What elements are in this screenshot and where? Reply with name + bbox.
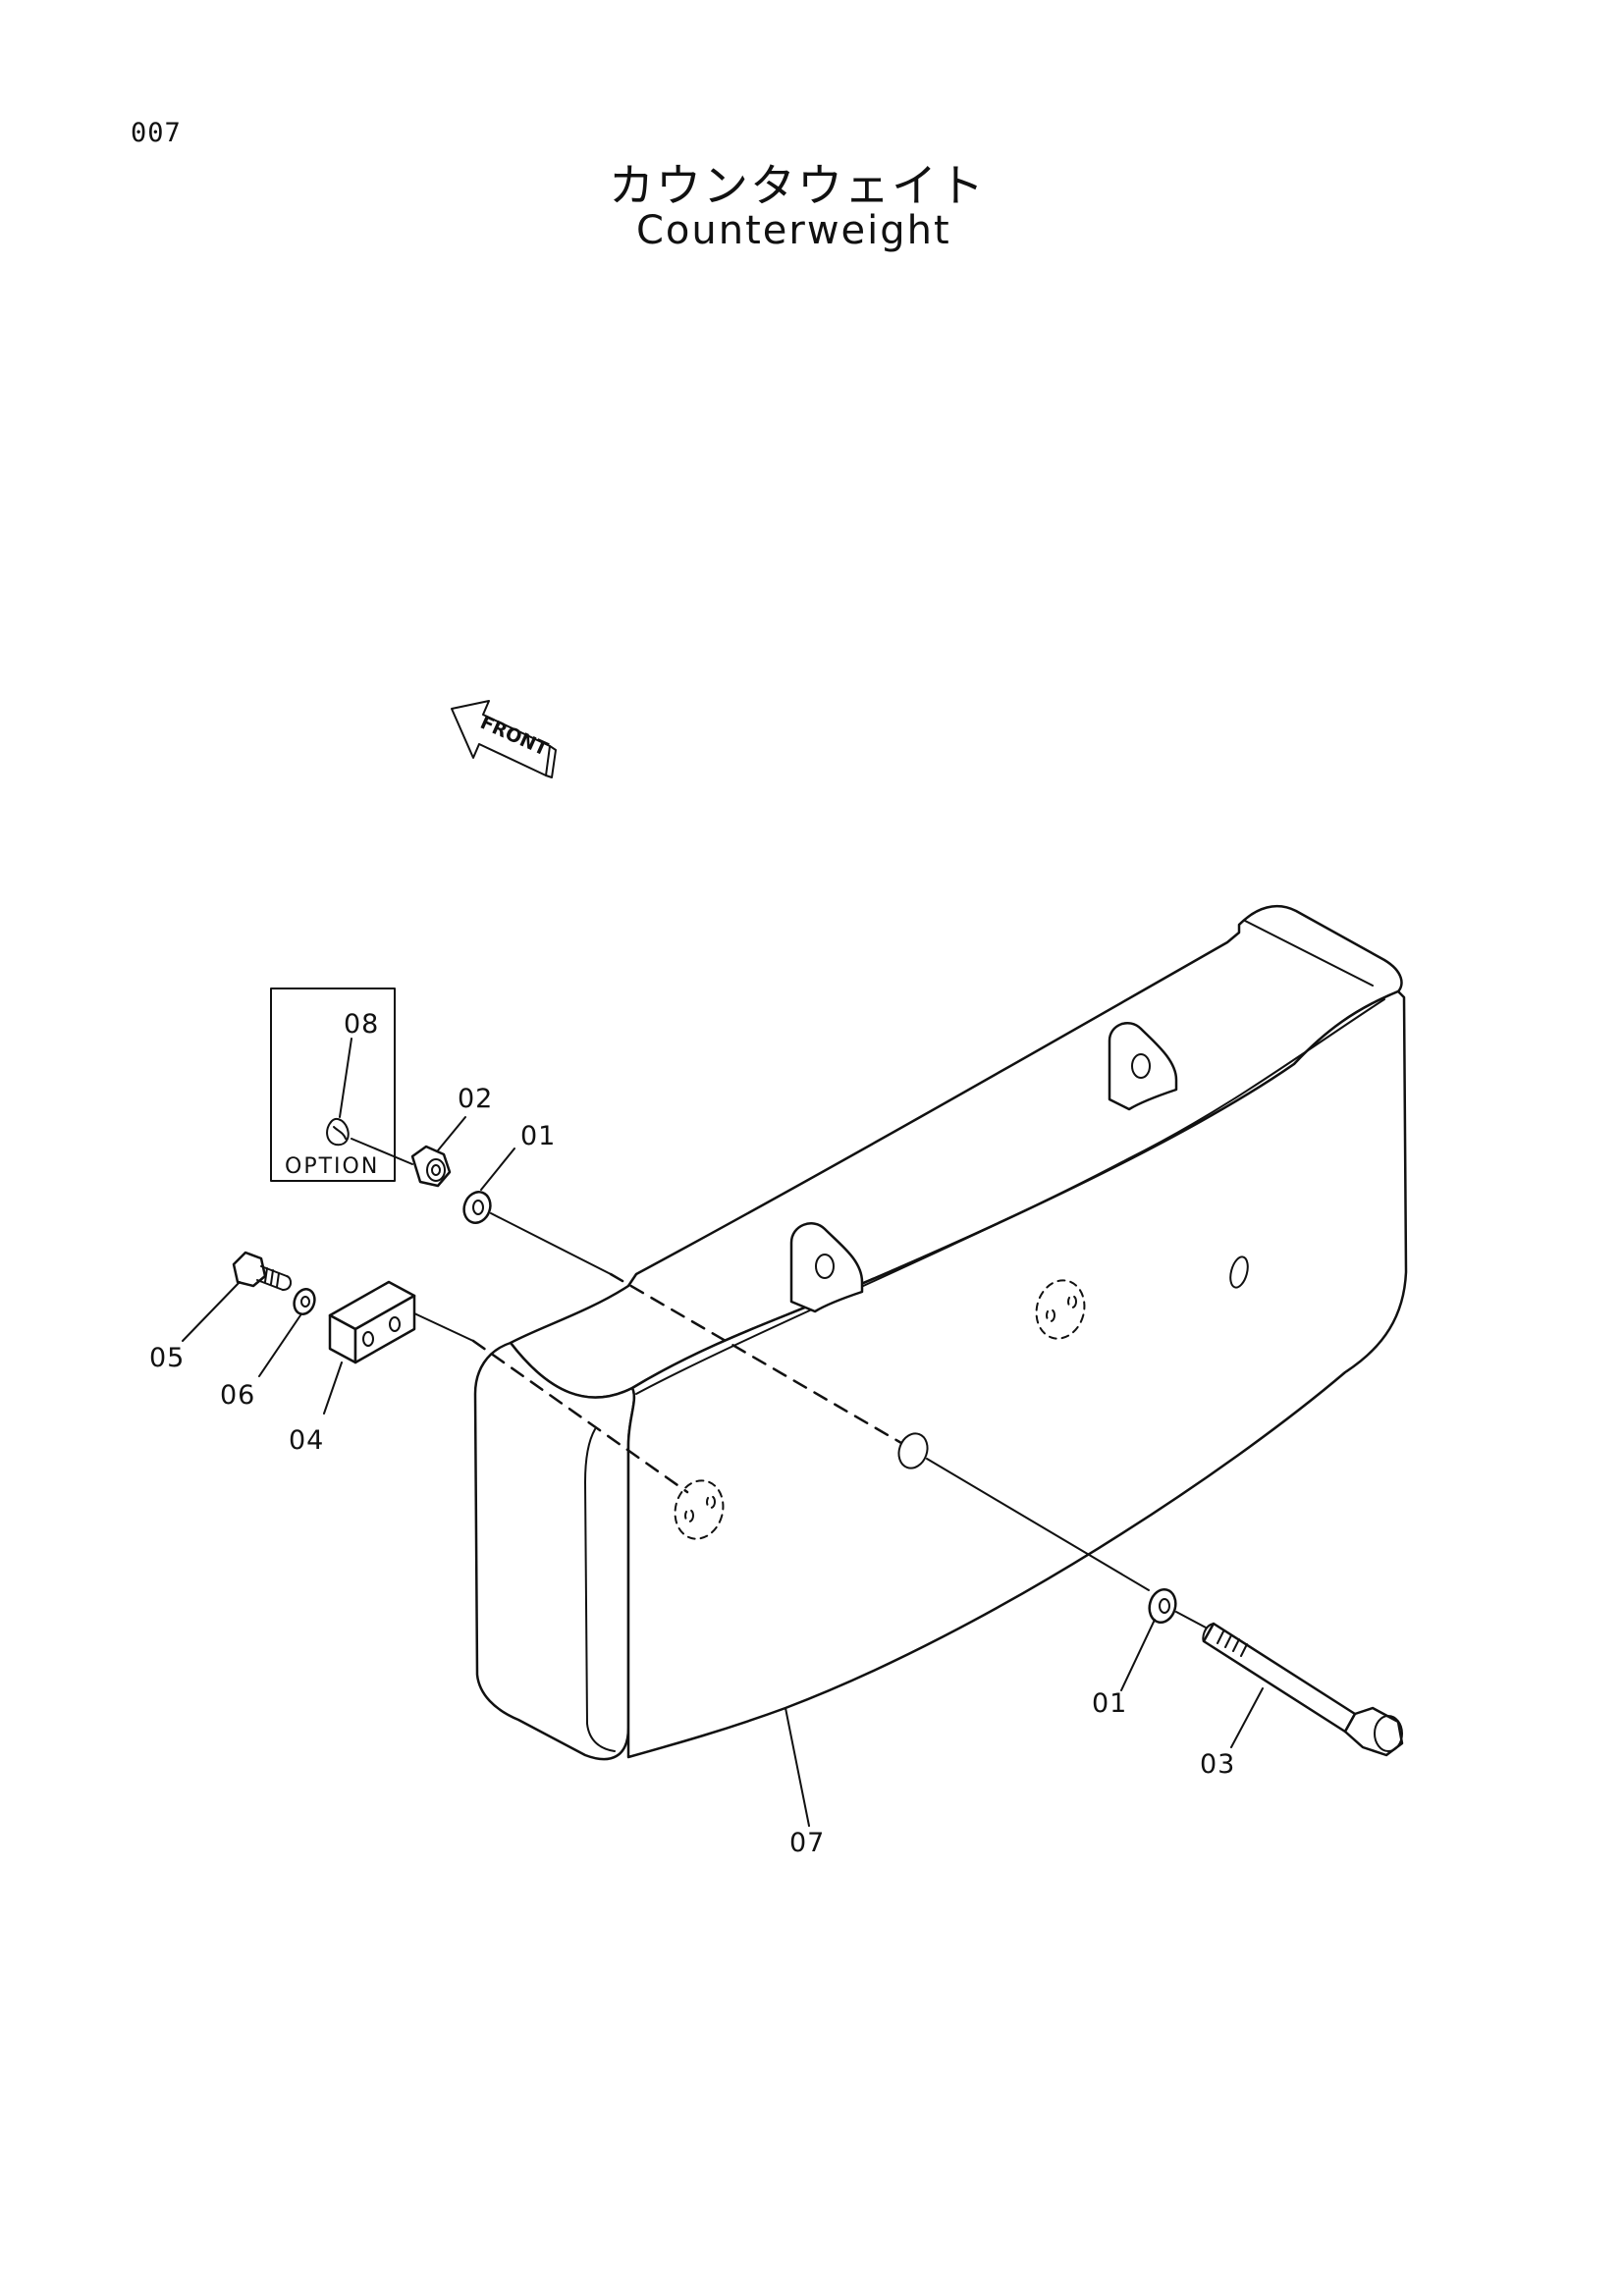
callout-06: 06 <box>220 1380 255 1411</box>
callout-04: 04 <box>289 1425 324 1456</box>
part-01-washer-upper-icon <box>462 1148 515 1224</box>
part-04-plate-icon <box>323 1280 416 1415</box>
part-06-washer-icon <box>258 1288 316 1377</box>
part-02-nut-icon <box>410 1116 466 1188</box>
callout-08: 08 <box>344 1009 379 1040</box>
callout-01-upper: 01 <box>520 1121 556 1151</box>
option-box: OPTION <box>270 988 396 1182</box>
part-07-counterweight-body <box>473 904 1408 1761</box>
title-english: Counterweight <box>636 208 951 253</box>
part-05-bolt-icon <box>182 1251 293 1342</box>
part-03-long-bolt-icon <box>1202 1622 1404 1757</box>
lifting-eye-right-icon <box>1108 1022 1178 1111</box>
title-japanese: カウンタウェイト <box>609 159 986 212</box>
front-arrow-icon: FRONT <box>451 700 557 778</box>
front-face-holes <box>674 1255 1249 1540</box>
option-label: OPTION <box>285 1154 379 1179</box>
callout-01-lower: 01 <box>1092 1688 1127 1719</box>
callout-07: 07 <box>789 1828 825 1858</box>
page-number: 007 <box>131 118 182 148</box>
callout-05: 05 <box>149 1343 185 1373</box>
lifting-eye-left-icon <box>789 1222 864 1313</box>
part-01-washer-lower-icon <box>1120 1587 1177 1691</box>
callout-03: 03 <box>1200 1749 1235 1780</box>
callout-02: 02 <box>458 1084 493 1114</box>
part-08-clip-icon <box>326 1038 352 1147</box>
